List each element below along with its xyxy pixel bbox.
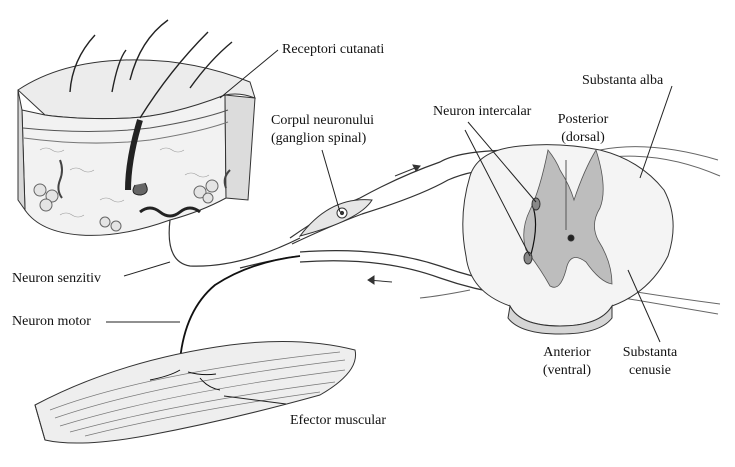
label-neuron-senzitiv: Neuron senzitiv xyxy=(12,271,102,286)
label-ganglion-spinal: (ganglion spinal) xyxy=(271,131,367,146)
skin-block xyxy=(17,59,256,236)
label-dorsal: (dorsal) xyxy=(561,130,605,145)
label-neuron-motor: Neuron motor xyxy=(12,314,91,329)
hairs xyxy=(69,19,233,119)
label-substanta: Substanta xyxy=(622,345,678,360)
leader-lines xyxy=(106,49,673,405)
label-substanta-alba: Substanta alba xyxy=(582,73,664,88)
label-ventral: (ventral) xyxy=(542,363,592,378)
label-neuron-intercalar: Neuron intercalar xyxy=(433,104,532,119)
direction-arrows xyxy=(367,164,421,285)
spinal-cord xyxy=(419,144,721,335)
label-cenusie: cenusie xyxy=(629,363,671,378)
label-posterior: Posterior xyxy=(557,112,609,127)
label-corpul-neuronului: Corpul neuronului xyxy=(271,113,375,128)
label-efector-muscular: Efector muscular xyxy=(290,413,387,428)
label-receptori-cutanati: Receptori cutanati xyxy=(282,42,385,57)
muscle-effector xyxy=(34,340,357,444)
label-anterior: Anterior xyxy=(543,345,591,360)
